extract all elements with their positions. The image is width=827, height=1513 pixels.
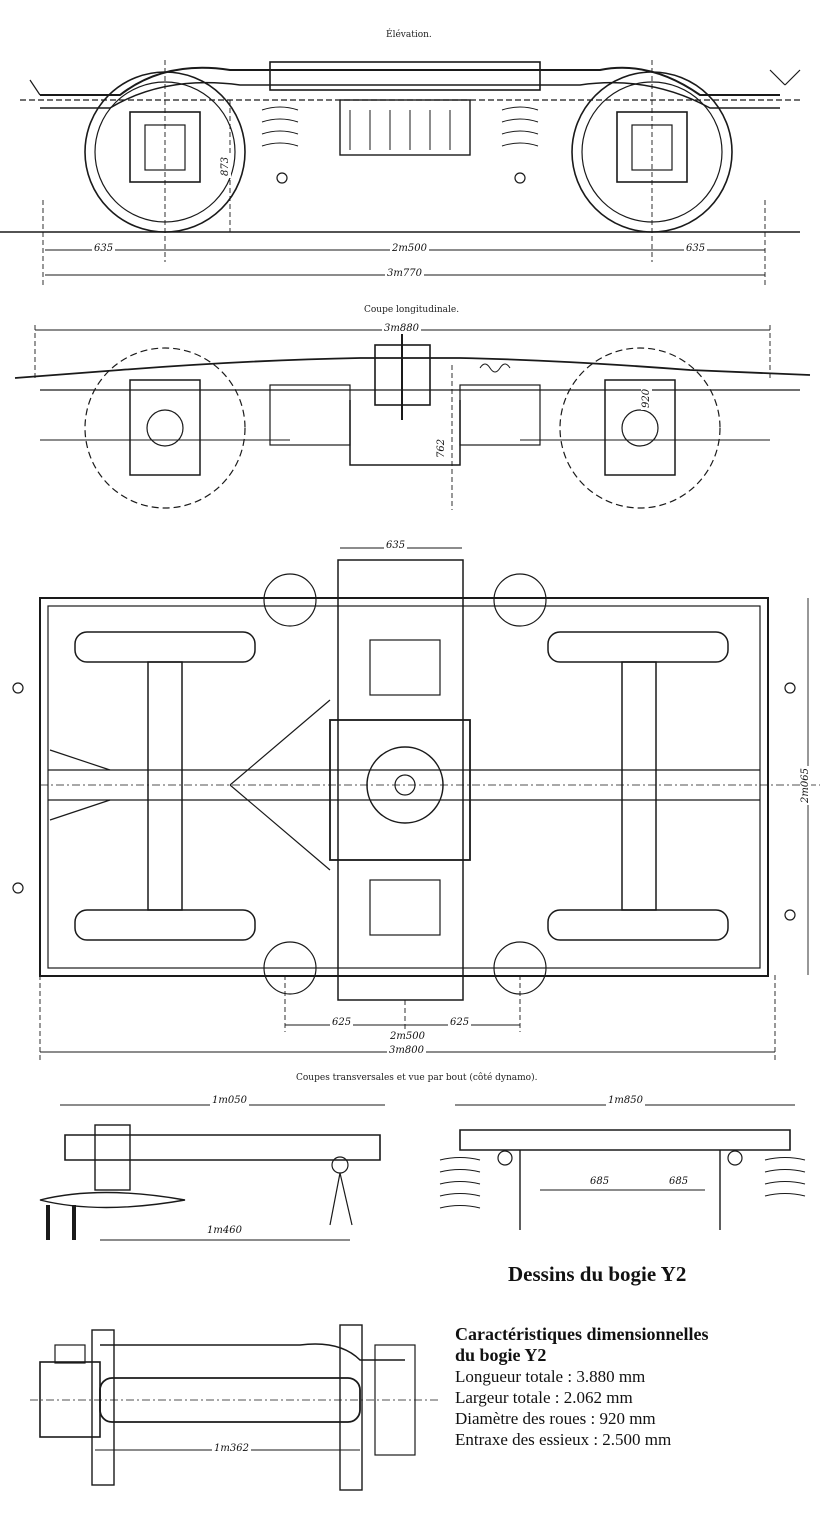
dim-plan-right-half: 625 xyxy=(448,1017,472,1028)
dim-plan-top-width: 635 xyxy=(384,540,408,551)
transverse-sections xyxy=(39,1104,806,1241)
transverse-caption: Coupes transversales et vue par bout (cô… xyxy=(296,1073,538,1083)
dim-trans-right-b: 685 xyxy=(667,1176,691,1187)
dim-elev-right-overhang: 635 xyxy=(684,243,708,254)
spec-list: Longueur totale : 3.880 mm Largeur total… xyxy=(455,1366,709,1450)
dim-trans-right-top: 1m850 xyxy=(606,1095,645,1106)
dim-elev-wheelbase: 2m500 xyxy=(390,243,429,254)
spec-heading: Caractéristiques dimensionnelles du bogi… xyxy=(455,1324,709,1366)
dim-end-view-axle: 1m362 xyxy=(212,1443,251,1454)
spec-block: Caractéristiques dimensionnelles du bogi… xyxy=(455,1324,709,1450)
dim-trans-left-top: 1m050 xyxy=(210,1095,249,1106)
dim-trans-left-bottom: 1m460 xyxy=(205,1225,244,1236)
dim-elev-height: 873 xyxy=(220,154,231,178)
elevation-view xyxy=(0,60,801,285)
elevation-caption: Élévation. xyxy=(386,30,432,40)
spec-heading-line2: du bogie Y2 xyxy=(455,1345,547,1365)
dim-long-wheel-dia: 920 xyxy=(641,386,652,410)
longitudinal-caption: Coupe longitudinale. xyxy=(364,305,460,315)
spec-item-length: Longueur totale : 3.880 mm xyxy=(455,1367,646,1386)
dim-trans-right-a: 685 xyxy=(588,1176,612,1187)
dim-plan-width: 2m065 xyxy=(800,766,811,805)
spec-heading-line1: Caractéristiques dimensionnelles xyxy=(455,1324,709,1344)
dim-plan-total: 3m800 xyxy=(387,1045,426,1056)
spec-item-axle-spacing: Entraxe des essieux : 2.500 mm xyxy=(455,1430,672,1449)
end-view xyxy=(30,1324,440,1491)
plan-view xyxy=(12,547,820,1060)
dim-elev-left-overhang: 635 xyxy=(92,243,116,254)
dim-plan-left-half: 625 xyxy=(330,1017,354,1028)
dim-elev-total-length: 3m770 xyxy=(385,268,424,279)
page-title: Dessins du bogie Y2 xyxy=(508,1262,687,1286)
spec-item-wheel-diameter: Diamètre des roues : 920 mm xyxy=(455,1409,656,1428)
dim-long-depth: 762 xyxy=(436,436,447,460)
longitudinal-section xyxy=(14,325,811,510)
spec-item-width: Largeur totale : 2.062 mm xyxy=(455,1388,633,1407)
dim-plan-wheelbase: 2m500 xyxy=(388,1031,427,1042)
dim-long-total: 3m880 xyxy=(382,323,421,334)
